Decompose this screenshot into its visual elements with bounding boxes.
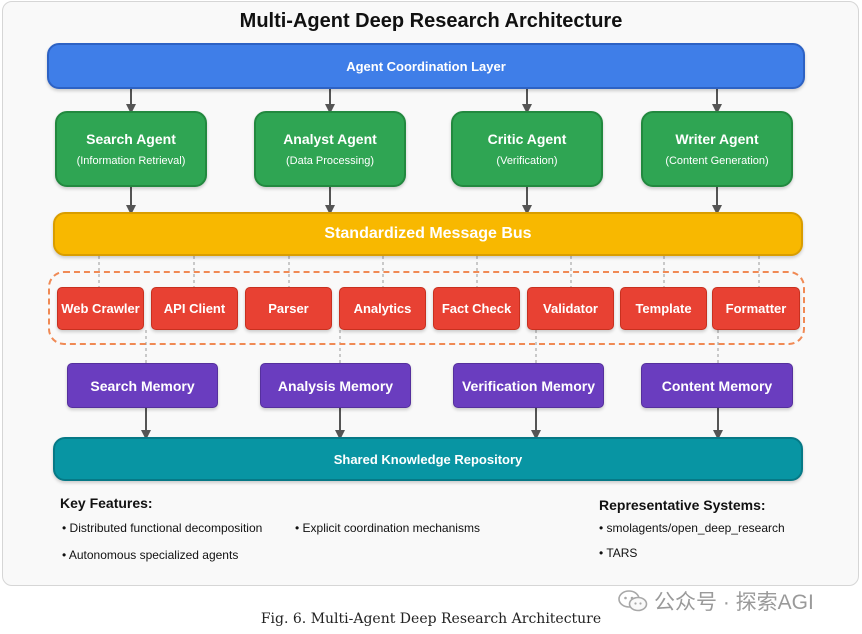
agent-coordination-layer: Agent Coordination Layer (47, 43, 805, 89)
tool-label: API Client (163, 301, 226, 316)
tool-label: Fact Check (441, 301, 512, 316)
shared-knowledge-repository: Shared Knowledge Repository (53, 437, 803, 481)
tool-label: Template (635, 301, 692, 316)
tool-template: Template (620, 287, 707, 330)
diagram-title: Multi-Agent Deep Research Architecture (239, 10, 623, 32)
representative-system-item: • smolagents/open_deep_research (599, 521, 785, 535)
tool-web-crawler: Web Crawler (57, 287, 144, 330)
memory-label: Content Memory (661, 377, 773, 394)
analyst-agent-name: Analyst Agent (283, 131, 377, 147)
search-memory-box: Search Memory (67, 363, 218, 408)
watermark: 公众号 · 探索AGI (618, 586, 814, 616)
memory-label: Analysis Memory (277, 377, 394, 394)
key-feature-item: • Autonomous specialized agents (62, 548, 239, 562)
search-agent-name: Search Agent (86, 131, 176, 147)
tool-formatter: Formatter (712, 287, 800, 330)
standardized-message-bus: Standardized Message Bus (53, 212, 803, 256)
writer-agent-name: Writer Agent (675, 131, 759, 147)
analyst-agent-role: (Data Processing) (285, 155, 375, 167)
writer-agent-role: (Content Generation) (665, 155, 769, 167)
tool-fact-check: Fact Check (433, 287, 520, 330)
repository-label: Shared Knowledge Repository (333, 451, 523, 467)
verification-memory-box: Verification Memory (453, 363, 604, 408)
key-features-heading: Key Features: (60, 495, 153, 511)
writer-agent-box: Writer Agent (Content Generation) (641, 111, 793, 187)
critic-agent-name: Critic Agent (487, 131, 567, 147)
tool-analytics: Analytics (339, 287, 426, 330)
figure-caption: Fig. 6. Multi-Agent Deep Research Archit… (260, 611, 602, 627)
memory-label: Search Memory (90, 377, 195, 394)
tool-api-client: API Client (151, 287, 238, 330)
search-agent-box: Search Agent (Information Retrieval) (55, 111, 207, 187)
search-agent-role: (Information Retrieval) (76, 155, 186, 167)
key-feature-item: • Explicit coordination mechanisms (295, 521, 480, 535)
representative-systems-heading: Representative Systems: (599, 497, 766, 513)
memory-label: Verification Memory (461, 377, 596, 394)
tool-label: Validator (543, 301, 598, 316)
bus-tool-connectors (98, 256, 760, 287)
critic-agent-box: Critic Agent (Verification) (451, 111, 603, 187)
watermark-text: 公众号 · 探索AGI (654, 591, 814, 614)
key-feature-item: • Distributed functional decomposition (62, 521, 263, 535)
critic-agent-role: (Verification) (496, 155, 558, 167)
wechat-icon (618, 590, 648, 612)
message-bus-label: Standardized Message Bus (324, 225, 532, 242)
tools-group (48, 271, 805, 345)
tool-validator: Validator (527, 287, 614, 330)
analysis-memory-box: Analysis Memory (260, 363, 411, 408)
tool-label: Analytics (353, 301, 412, 316)
tool-label: Web Crawler (61, 301, 140, 316)
representative-system-item: • TARS (599, 546, 638, 560)
coordination-layer-label: Agent Coordination Layer (346, 58, 506, 74)
tool-parser: Parser (245, 287, 332, 330)
tool-label: Formatter (725, 301, 787, 316)
content-memory-box: Content Memory (641, 363, 793, 408)
tool-label: Parser (268, 301, 309, 316)
analyst-agent-box: Analyst Agent (Data Processing) (254, 111, 406, 187)
